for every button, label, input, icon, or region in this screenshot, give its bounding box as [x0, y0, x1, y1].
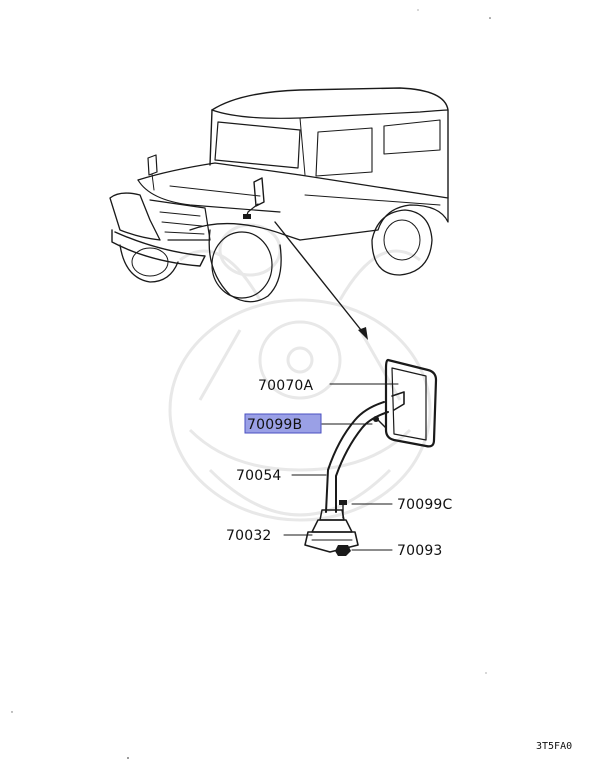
scan-specks	[11, 9, 491, 759]
callout-labels: 70070A 70099B 70054 70099C 70032 70093	[226, 378, 453, 559]
callout-label[interactable]: 70032	[226, 528, 272, 544]
highlight-box	[244, 413, 322, 434]
mirror-assembly	[304, 358, 438, 556]
callout-label[interactable]: 70093	[397, 543, 443, 559]
callout-label[interactable]: 70099C	[397, 497, 453, 513]
callout-label[interactable]: 70054	[236, 468, 282, 484]
watermark-emblem	[168, 223, 432, 522]
figure-code: 3T5FA0	[536, 741, 572, 752]
callout-label-highlighted[interactable]: 70099B	[247, 417, 302, 433]
callout-label[interactable]: 70070A	[258, 378, 314, 394]
vehicle-illustration	[109, 87, 449, 303]
detail-pointer-arrow	[274, 221, 368, 340]
leader-lines	[283, 383, 399, 551]
